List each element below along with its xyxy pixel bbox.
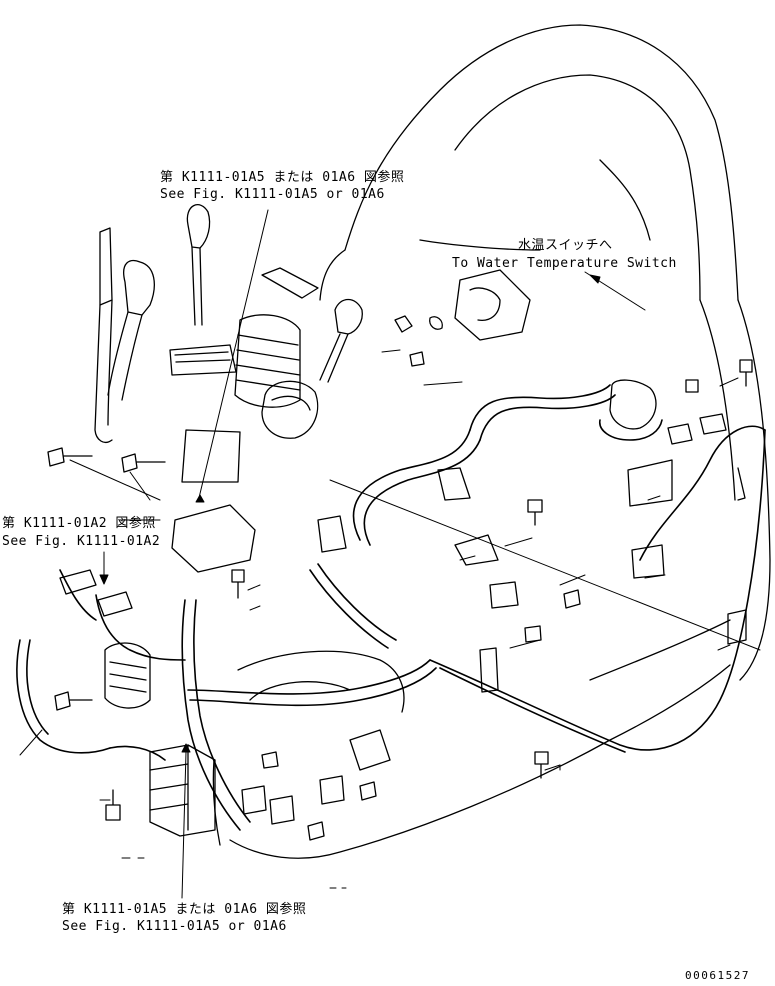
callout-bottom-en: See Fig. K1111-01A5 or 01A6 (62, 919, 287, 934)
bolts (47, 315, 753, 841)
joystick (234, 267, 363, 439)
callout-water-en: To Water Temperature Switch (452, 256, 677, 271)
floor-platform (212, 619, 731, 859)
callout-water-ja: 水温スイッチへ (518, 238, 613, 253)
operator-seat (319, 24, 771, 681)
drawing-number: 00061527 (685, 969, 750, 982)
callout-top-ja: 第 K1111-01A5 または 01A6 図参照 (160, 170, 405, 185)
levers (94, 204, 237, 444)
callout-left-en: See Fig. K1111-01A2 (2, 534, 161, 549)
wiring-harness (16, 384, 766, 831)
callout-left-ja: 第 K1111-01A2 図参照 (2, 516, 156, 531)
leader-lines (19, 209, 761, 899)
callout-bottom-ja: 第 K1111-01A5 または 01A6 図参照 (62, 902, 307, 917)
callout-top-en: See Fig. K1111-01A5 or 01A6 (160, 187, 385, 202)
